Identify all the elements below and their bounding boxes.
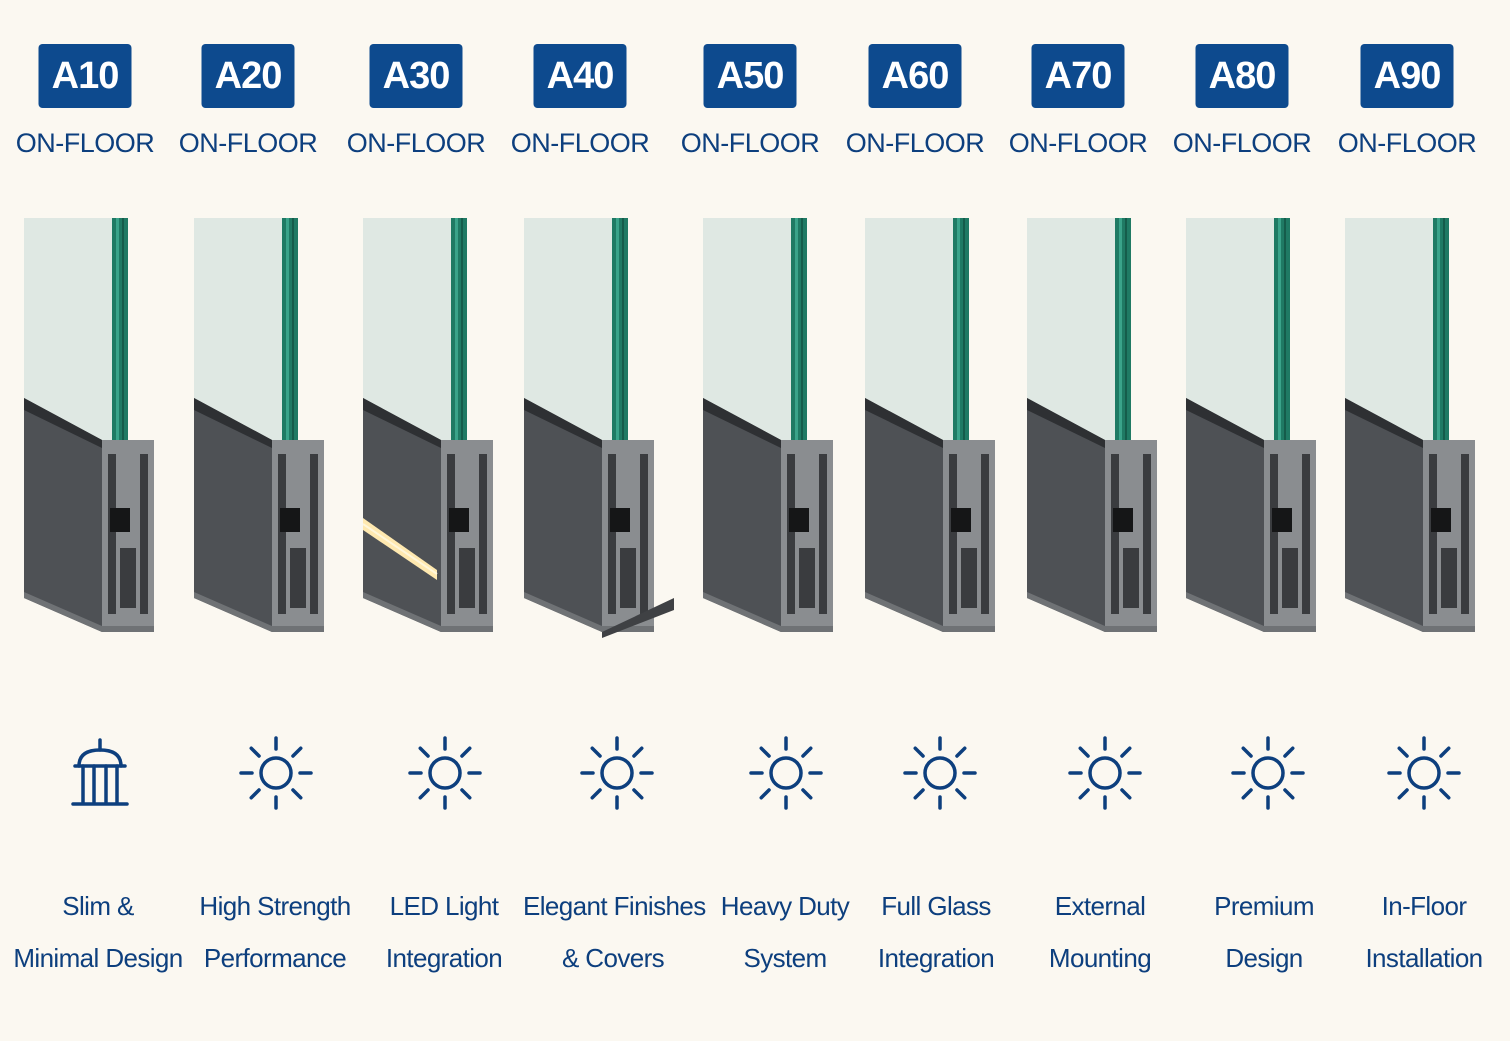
product-code-badge: A70 [1031,44,1125,108]
product-column-a40: A40 ON-FLOOR Elegant Finishes & Covers [505,0,706,1041]
feature-label: External Mounting [1010,880,1190,984]
feature-label: Full Glass Integration [846,880,1026,984]
feature-line-2: System [743,943,827,973]
product-code-badge: A30 [369,44,463,108]
sun-icon [408,736,482,810]
product-code-badge: A10 [38,44,132,108]
profile-image [524,218,674,638]
feature-label: High Strength Performance [185,880,365,984]
sun-icon [749,736,823,810]
feature-label: Heavy Duty System [695,880,875,984]
building-icon [71,738,129,806]
feature-line-2: Mounting [1048,943,1152,973]
product-code-badge: A60 [868,44,962,108]
feature-line-1: Premium [1214,891,1314,921]
feature-line-2: Integration [385,943,503,973]
sun-icon [1225,730,1311,816]
mount-type-label: ON-FLOOR [178,128,318,158]
product-code-badge: A20 [201,44,295,108]
mount-type-label: ON-FLOOR [1008,128,1148,158]
profile-image [1345,218,1495,638]
sun-icon [1231,736,1305,810]
feature-label: LED Light Integration [354,880,534,984]
profile-image [194,218,344,638]
product-code-badge: A50 [703,44,797,108]
profile-image [24,218,174,638]
mount-type-label: ON-FLOOR [680,128,820,158]
feature-line-1: Heavy Duty [720,891,850,921]
mount-type-label: ON-FLOOR [845,128,985,158]
product-column-a20: A20 ON-FLOOR High Strength Performance [173,0,351,1041]
sun-icon [239,736,313,810]
profile-image [1027,218,1177,638]
product-code-badge: A80 [1195,44,1289,108]
feature-line-1: Full Glass [881,891,991,921]
feature-line-1: Elegant Finishes [523,891,706,921]
mount-type-label: ON-FLOOR [1337,128,1477,158]
sun-icon [743,730,829,816]
sun-icon [580,736,654,810]
sun-icon [1062,730,1148,816]
mount-type-label: ON-FLOOR [15,128,155,158]
product-column-a90: A90 ON-FLOOR In-Floor Installation [1332,0,1483,1041]
feature-line-2: Installation [1365,943,1483,973]
product-code-badge: A90 [1360,44,1454,108]
product-column-a70: A70 ON-FLOOR External Mounting [1003,0,1157,1041]
profile-image [865,218,1015,638]
product-column-a60: A60 ON-FLOOR Full Glass Integration [840,0,995,1041]
feature-line-1: In-Floor [1381,891,1467,921]
product-column-a10: A10 ON-FLOOR Slim & Minimal Design [10,0,183,1041]
product-column-a80: A80 ON-FLOOR Premium Design [1167,0,1317,1041]
sun-icon [903,736,977,810]
feature-label: Premium Design [1174,880,1354,984]
sun-icon [1068,736,1142,810]
feature-line-2: Performance [203,943,347,973]
feature-line-1: High Strength [199,891,351,921]
sun-icon [1387,736,1461,810]
product-column-a30: A30 ON-FLOOR LED Light Integration [341,0,503,1041]
sun-icon [402,730,488,816]
feature-line-1: LED Light [389,891,499,921]
profile-image [363,218,513,638]
sun-icon [1381,730,1467,816]
feature-label: In-Floor Installation [1334,880,1510,984]
product-column-a50: A50 ON-FLOOR Heavy Duty System [675,0,850,1041]
feature-line-2: Integration [877,943,995,973]
mount-type-label: ON-FLOOR [346,128,486,158]
sun-icon [574,730,660,816]
mount-type-label: ON-FLOOR [1172,128,1312,158]
building-icon [57,730,143,816]
feature-line-1: Slim & [62,891,134,921]
feature-line-2: Design [1225,943,1303,973]
feature-label: Elegant Finishes & Covers [523,880,706,984]
feature-line-2: & Covers [561,943,665,973]
feature-line-1: External [1054,891,1146,921]
profile-image [1186,218,1336,638]
sun-icon [233,730,319,816]
sun-icon [897,730,983,816]
feature-line-2: Minimal Design [13,943,183,973]
product-code-badge: A40 [533,44,627,108]
mount-type-label: ON-FLOOR [510,128,650,158]
feature-label: Slim & Minimal Design [8,880,188,984]
profile-image [703,218,853,638]
